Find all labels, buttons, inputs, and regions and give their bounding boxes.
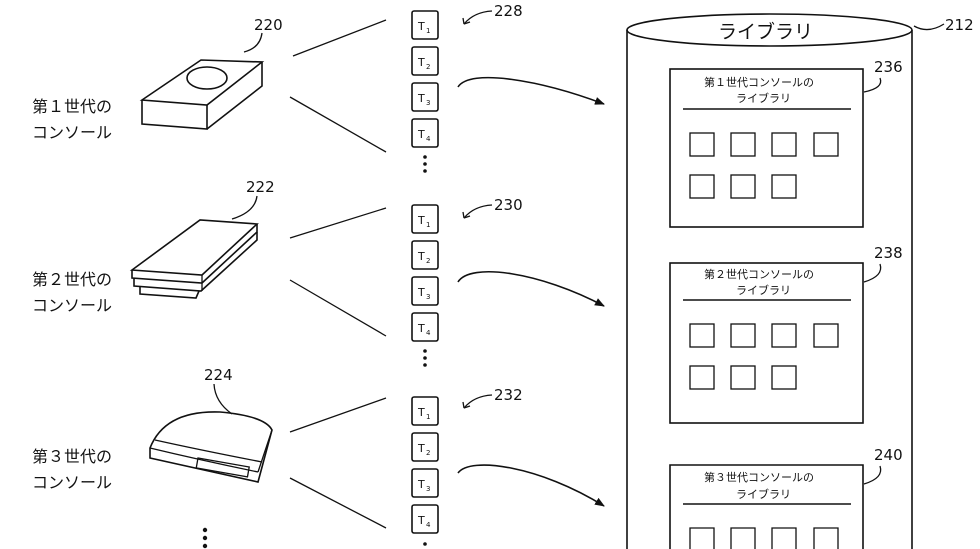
- title-box: T 1: [412, 397, 438, 425]
- console-3-device-icon: [150, 412, 272, 482]
- sublibrary-236-line2: ライブラリ: [736, 91, 791, 105]
- game-tile-grid: [690, 528, 838, 549]
- title-label: T: [417, 20, 425, 33]
- titles-group-228: T 1 T 2 T 3 T 4 228: [412, 2, 523, 173]
- sublibrary-240-line2: ライブラリ: [736, 487, 791, 501]
- title-sub: 3: [426, 293, 430, 301]
- console-3-label-line1: 第３世代の: [32, 447, 112, 466]
- title-label: T: [417, 56, 425, 69]
- title-sub: 3: [426, 99, 430, 107]
- title-label: T: [417, 478, 425, 491]
- consoles-continuation-dots: [203, 528, 207, 548]
- title-label: T: [417, 322, 425, 335]
- console-1-device-icon: [142, 60, 262, 129]
- sublibrary-236-leader: [864, 78, 881, 92]
- console-2-label-line2: コンソール: [32, 296, 112, 315]
- titles-group-228-ref: 228: [494, 2, 523, 20]
- sublibrary-236-ref: 236: [874, 58, 903, 76]
- title-box: T 1: [412, 205, 438, 233]
- title-label: T: [417, 214, 425, 227]
- title-sub: 2: [426, 257, 430, 265]
- titles-to-library-arrows: [458, 78, 604, 506]
- console-1-leader: [244, 33, 262, 52]
- title-label: T: [417, 92, 425, 105]
- sublibrary-236-line1: 第１世代コンソールの: [704, 75, 814, 89]
- title-label: T: [417, 406, 425, 419]
- console-1-group: 220 第１世代の コンソール: [32, 16, 283, 142]
- console-3-leader: [214, 384, 232, 414]
- title-box: T 1: [412, 11, 438, 39]
- title-sub: 2: [426, 449, 430, 457]
- titles-group-230: T 1 T 2 T 3 T 4 230: [412, 196, 523, 367]
- library-leader: [914, 24, 944, 30]
- titles-group-232: T 1 T 2 T 3 T 4 232: [412, 386, 523, 546]
- title-label: T: [417, 286, 425, 299]
- title-label: T: [417, 514, 425, 527]
- title-sub: 3: [426, 485, 430, 493]
- title-box: T 4: [412, 119, 438, 147]
- title-sub: 4: [426, 329, 431, 337]
- title-box: T 2: [412, 47, 438, 75]
- game-tile-grid: [690, 324, 838, 389]
- sublibrary-240-ref: 240: [874, 446, 903, 464]
- title-sub: 2: [426, 63, 430, 71]
- console-to-titles-lines: [290, 20, 386, 528]
- title-sub: 1: [426, 221, 430, 229]
- sublibrary-238-ref: 238: [874, 244, 903, 262]
- sublibrary-238: 第２世代コンソールの ライブラリ 238: [670, 244, 903, 423]
- title-sub: 1: [426, 413, 430, 421]
- title-box: T 4: [412, 313, 438, 341]
- console-2-ref: 222: [246, 178, 275, 196]
- title-box: T 4: [412, 505, 438, 533]
- console-2-group: 222 第２世代の コンソール: [32, 178, 275, 315]
- title-label: T: [417, 128, 425, 141]
- library-ref: 212: [945, 16, 974, 34]
- console-2-label-line1: 第２世代の: [32, 270, 112, 289]
- title-box: T 3: [412, 83, 438, 111]
- title-box: T 3: [412, 469, 438, 497]
- console-3-ref: 224: [204, 366, 233, 384]
- sublibrary-238-leader: [864, 264, 881, 282]
- library-cylinder: ライブラリ 212: [627, 14, 974, 549]
- console-3-label-line2: コンソール: [32, 473, 112, 492]
- console-1-ref: 220: [254, 16, 283, 34]
- sublibrary-240-line1: 第３世代コンソールの: [704, 470, 814, 484]
- title-box: T 3: [412, 277, 438, 305]
- console-1-label-line2: コンソール: [32, 123, 112, 142]
- title-label: T: [417, 442, 425, 455]
- sublibrary-238-line2: ライブラリ: [736, 283, 791, 297]
- title-sub: 1: [426, 27, 430, 35]
- title-box: T 2: [412, 433, 438, 461]
- title-sub: 4: [426, 521, 431, 529]
- title-sub: 4: [426, 135, 431, 143]
- sublibrary-238-line1: 第２世代コンソールの: [704, 267, 814, 281]
- console-3-group: 224 第３世代の コンソール: [32, 366, 272, 492]
- console-1-label-line1: 第１世代の: [32, 97, 112, 116]
- sublibrary-240-leader: [864, 466, 881, 484]
- library-label: ライブラリ: [718, 20, 813, 43]
- title-box: T 2: [412, 241, 438, 269]
- sublibrary-240: 第３世代コンソールの ライブラリ 240: [670, 446, 903, 549]
- titles-group-232-ref: 232: [494, 386, 523, 404]
- sublibrary-236: 第１世代コンソールの ライブラリ 236: [670, 58, 903, 227]
- game-tile-grid: [690, 133, 838, 198]
- title-label: T: [417, 250, 425, 263]
- titles-group-230-ref: 230: [494, 196, 523, 214]
- console-2-device-icon: [132, 220, 257, 298]
- console-2-leader: [232, 196, 257, 219]
